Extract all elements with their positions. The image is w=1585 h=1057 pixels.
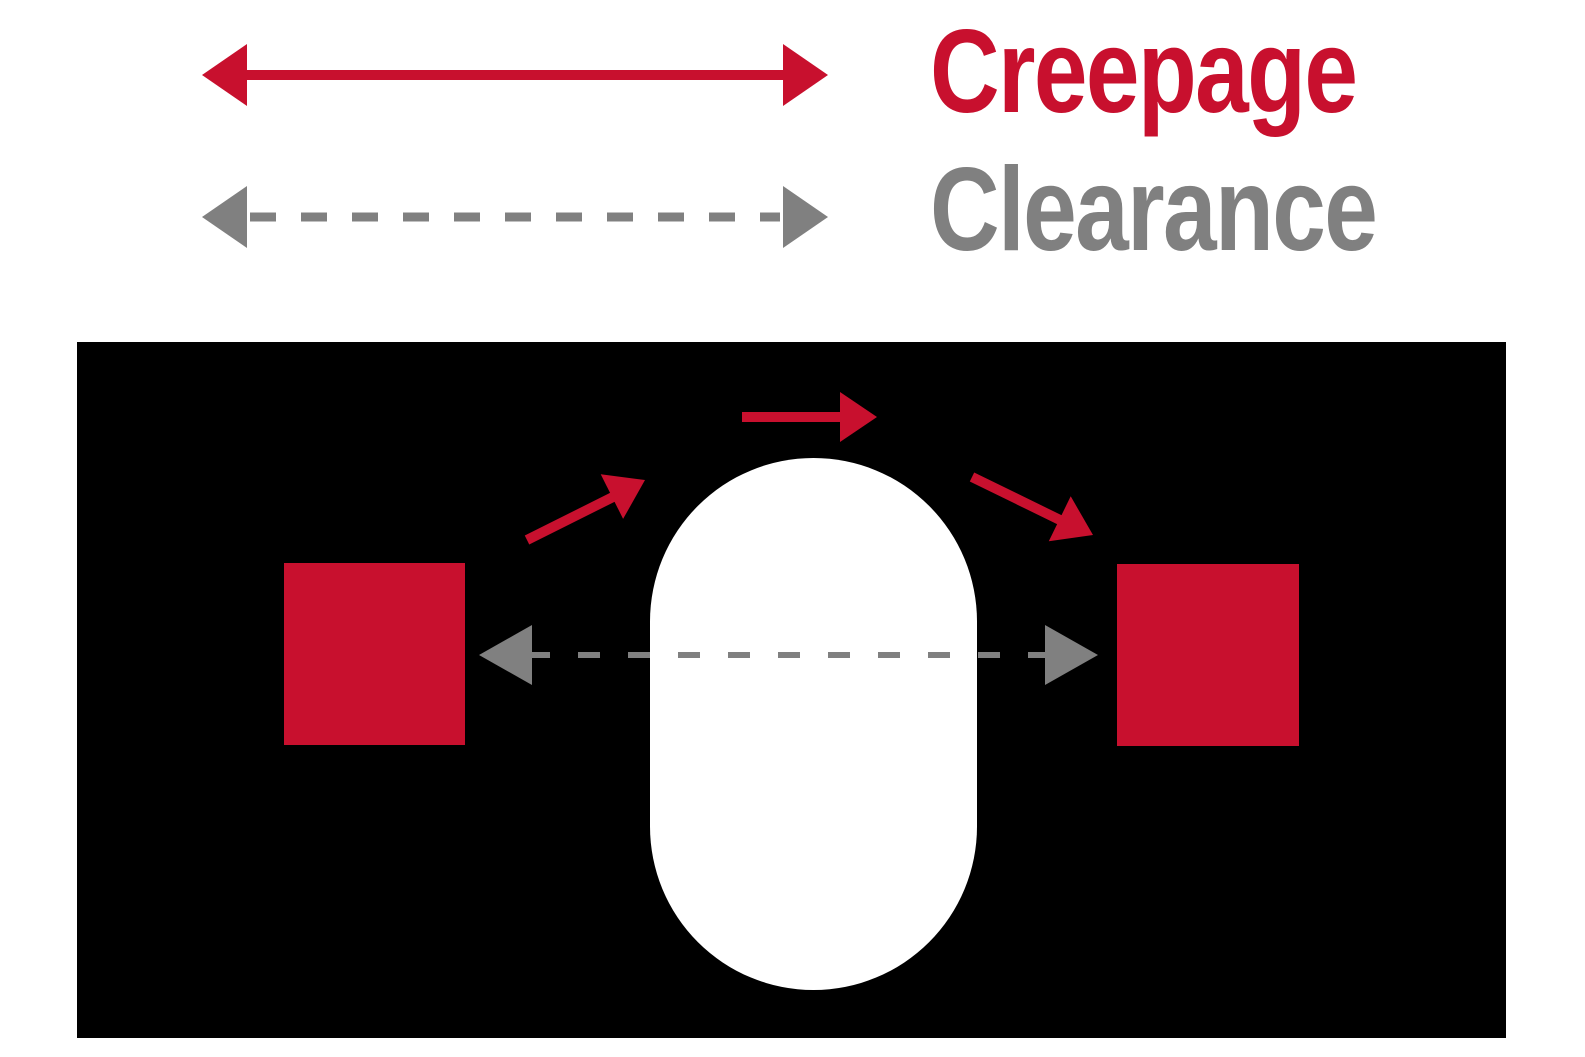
creepage-legend-arrowhead-right [783,44,828,106]
clearance-path-arrow [479,625,1098,685]
creepage-legend-arrowhead-left [202,44,247,106]
right-conductor-pad [1117,564,1299,746]
left-conductor-pad [284,563,465,745]
insulation-barrier [650,458,977,990]
clearance-legend-arrowhead-left [202,186,247,248]
creepage-path-arrowhead-up [600,474,645,519]
distance-paths-overlay [479,392,1098,685]
creepage-path-arrows [524,392,1093,545]
clearance-arrow-icon [202,186,828,248]
creepage-path-line-down [969,472,1063,525]
creepage-label: Creepage [930,5,1358,138]
clearance-path-arrowhead-left [479,625,532,685]
creepage-arrow-icon [202,44,828,106]
clearance-label: Clearance [930,143,1378,276]
creepage-path-arrowhead-down [1048,496,1093,542]
creepage-path-line-up [524,492,616,545]
clearance-legend-arrowhead-right [783,186,828,248]
pcb-board [77,342,1506,1038]
clearance-path-arrowhead-right [1045,625,1098,685]
creepage-path-arrowhead-over [840,392,877,442]
